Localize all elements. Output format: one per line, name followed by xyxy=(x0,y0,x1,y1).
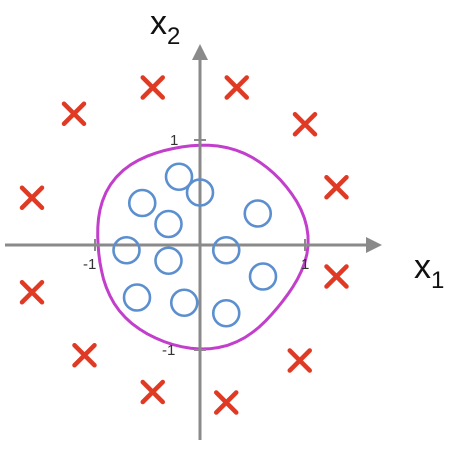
circle-marker xyxy=(211,235,241,265)
cross-marker xyxy=(287,348,312,373)
cross-marker xyxy=(292,112,318,137)
cross-stroke xyxy=(19,280,45,305)
data-marks xyxy=(19,75,349,415)
x-tick-label: 1 xyxy=(301,256,309,273)
cross-marker xyxy=(140,75,165,100)
circle-marker xyxy=(122,283,152,312)
y-axis-label: x2 xyxy=(150,4,180,50)
tick-marks: -1 1 1 -1 xyxy=(83,132,309,359)
circle-marker xyxy=(154,209,183,239)
y-axis-arrowhead xyxy=(192,44,208,60)
circle-marker xyxy=(164,162,194,192)
y-axis-label-main: x xyxy=(150,4,167,42)
y-tick-label: -1 xyxy=(162,342,175,359)
cross-marker xyxy=(324,175,349,200)
circle-marker xyxy=(185,178,215,207)
cross-marker xyxy=(140,379,165,405)
decision-boundary-layer xyxy=(96,143,310,351)
circle-marker xyxy=(127,188,157,218)
cross-stroke xyxy=(140,75,165,100)
cross-marker xyxy=(324,264,349,289)
x-axis-label: x1 xyxy=(414,248,444,294)
circle-marker xyxy=(112,235,141,265)
y-tick-label: 1 xyxy=(170,132,178,149)
x-axis-label-main: x xyxy=(414,248,431,286)
cross-stroke xyxy=(224,75,249,100)
circle-marker xyxy=(169,288,199,318)
cross-marker xyxy=(72,343,97,368)
circle-marker xyxy=(211,298,241,328)
axes xyxy=(5,44,382,440)
cross-stroke xyxy=(19,185,45,210)
cross-stroke xyxy=(61,101,87,126)
x-tick-label: -1 xyxy=(83,256,96,273)
cross-marker xyxy=(61,101,87,126)
x-axis-label-subscript: 1 xyxy=(431,267,444,294)
cross-stroke xyxy=(214,390,239,415)
x-axis-arrowhead xyxy=(366,237,382,253)
cross-stroke xyxy=(140,379,165,405)
cross-stroke xyxy=(72,343,97,368)
cross-marker xyxy=(19,280,45,305)
cross-stroke xyxy=(287,348,312,373)
circle-marker xyxy=(154,246,183,276)
y-axis-label-subscript: 2 xyxy=(167,23,180,50)
cross-marker xyxy=(214,390,239,415)
cross-stroke xyxy=(324,175,349,200)
cross-marker xyxy=(224,75,249,100)
circle-marker xyxy=(248,262,278,291)
cross-stroke xyxy=(324,264,349,289)
decision-boundary-curve xyxy=(96,143,310,351)
cross-marker xyxy=(19,185,45,210)
cross-stroke xyxy=(292,112,318,137)
circle-marker xyxy=(243,199,273,228)
